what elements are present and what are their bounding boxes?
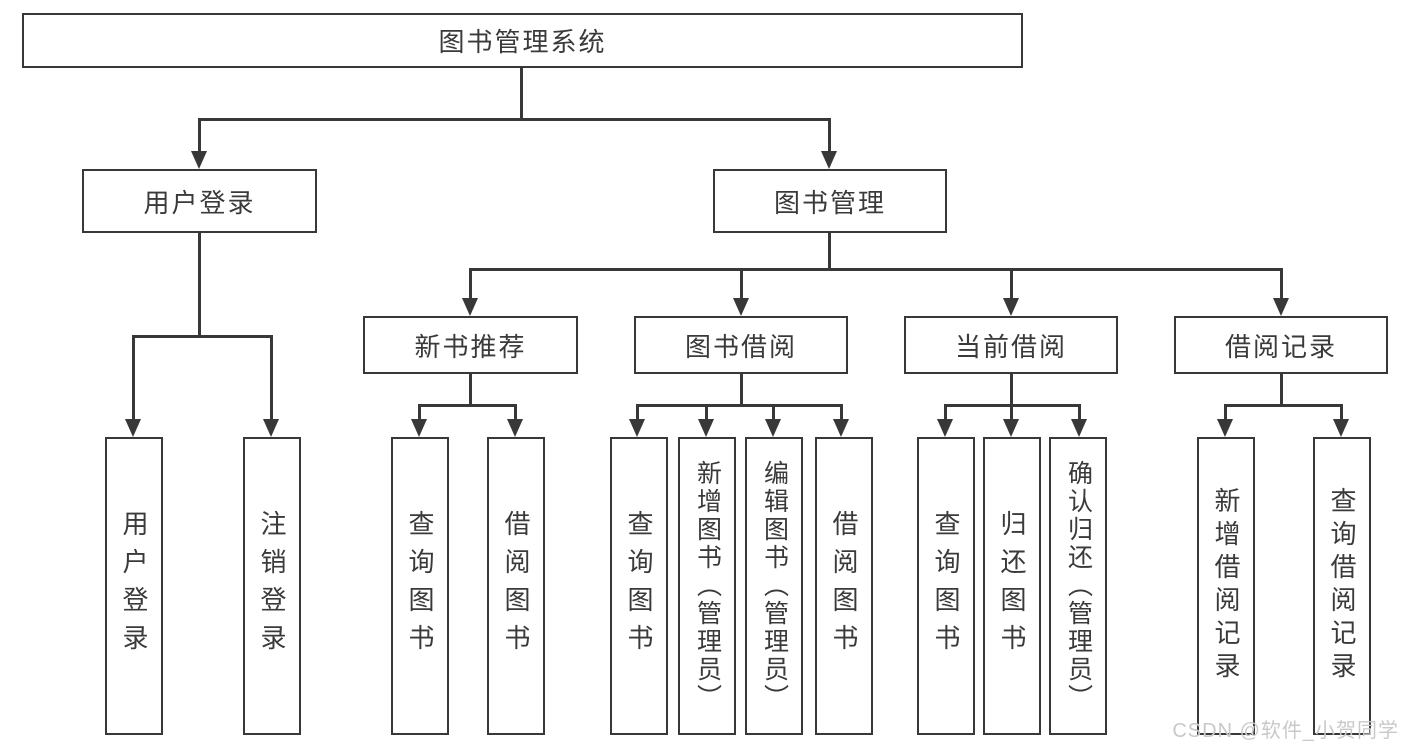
arrow-down-icon: [629, 419, 645, 437]
node-label: 查询借阅记录: [1327, 487, 1357, 685]
edge-to-book-borrow: [740, 268, 743, 300]
node-leaf-return-books: 归还图书: [983, 437, 1041, 735]
arrow-down-icon: [462, 298, 478, 316]
node-book-borrow: 图书借阅: [634, 316, 848, 374]
edge-leaf: [514, 404, 517, 421]
edge-book-mgmt-bar: [469, 268, 1283, 271]
edge-new-book-rec-bar: [418, 404, 517, 407]
node-label: 借阅图书: [829, 510, 859, 662]
edge-leaf: [1010, 404, 1013, 421]
edge-book-borrow-trunk: [740, 374, 743, 407]
arrow-down-icon: [821, 151, 837, 169]
edge-to-book-mgmt: [828, 118, 831, 154]
arrow-down-icon: [765, 419, 781, 437]
edge-current-borrow-trunk: [1010, 374, 1013, 407]
node-leaf-query-books-1: 查询图书: [391, 437, 449, 735]
edge-to-user-login: [198, 118, 201, 154]
edge-leaf: [418, 404, 421, 421]
arrow-down-icon: [1217, 419, 1233, 437]
arrow-down-icon: [1003, 298, 1019, 316]
arrow-down-icon: [698, 419, 714, 437]
csdn-watermark: CSDN @软件_小贺同学: [1172, 720, 1399, 742]
node-label: 用户登录: [119, 510, 149, 662]
node-label: 查询图书: [931, 510, 961, 662]
node-label: 查询图书: [624, 510, 654, 662]
node-label: 图书借阅: [684, 331, 797, 362]
arrow-down-icon: [1003, 419, 1019, 437]
node-label: 当前借阅: [954, 331, 1067, 362]
node-leaf-query-books-3: 查询图书: [917, 437, 975, 735]
edge-book-borrow-bar: [636, 404, 843, 407]
edge-leaf: [840, 404, 843, 421]
node-label: 图书管理: [773, 187, 886, 218]
edge-to-logout: [270, 335, 273, 421]
edge-to-borrow-records: [1280, 268, 1283, 300]
edge-book-mgmt-trunk: [828, 233, 831, 271]
edge-leaf: [1224, 404, 1227, 421]
node-label: 注销登录: [257, 510, 287, 662]
node-leaf-edit-books-admin: 编辑图书（管理员）: [745, 437, 803, 735]
edge-leaf: [636, 404, 639, 421]
node-label: 编辑图书（管理员）: [760, 460, 789, 712]
node-leaf-logout: 注销登录: [243, 437, 301, 735]
node-label: 用户登录: [143, 187, 256, 218]
node-leaf-borrow-books-2: 借阅图书: [815, 437, 873, 735]
arrow-down-icon: [125, 419, 141, 437]
node-label: 查询图书: [405, 510, 435, 662]
node-leaf-query-borrow-record: 查询借阅记录: [1313, 437, 1371, 735]
node-new-book-rec: 新书推荐: [363, 316, 578, 374]
edge-leaf: [944, 404, 947, 421]
arrow-down-icon: [507, 419, 523, 437]
arrow-down-icon: [733, 298, 749, 316]
edge-leaf: [1078, 404, 1081, 421]
arrow-down-icon: [1333, 419, 1349, 437]
edge-leaf: [772, 404, 775, 421]
node-leaf-add-books-admin: 新增图书（管理员）: [678, 437, 736, 735]
arrow-down-icon: [1273, 298, 1289, 316]
node-leaf-query-books-2: 查询图书: [610, 437, 668, 735]
arrow-down-icon: [411, 419, 427, 437]
edge-borrow-records-bar: [1224, 404, 1343, 407]
node-book-mgmt: 图书管理: [713, 169, 947, 233]
arrow-down-icon: [263, 419, 279, 437]
edge-leaf: [705, 404, 708, 421]
edge-leaf: [1340, 404, 1343, 421]
node-current-borrow: 当前借阅: [904, 316, 1118, 374]
node-label: 新增图书（管理员）: [693, 460, 722, 712]
node-label: 确认归还（管理员）: [1064, 460, 1093, 712]
arrow-down-icon: [191, 151, 207, 169]
node-label: 新增借阅记录: [1211, 487, 1241, 685]
arrow-down-icon: [1071, 419, 1087, 437]
edge-user-login-bar: [132, 335, 273, 338]
node-leaf-confirm-return-admin: 确认归还（管理员）: [1049, 437, 1107, 735]
arrow-down-icon: [833, 419, 849, 437]
node-user-login: 用户登录: [82, 169, 317, 233]
edge-root-trunk: [520, 68, 523, 119]
node-leaf-add-borrow-record: 新增借阅记录: [1197, 437, 1255, 735]
edge-to-new-book-rec: [469, 268, 472, 300]
node-leaf-user-login: 用户登录: [105, 437, 163, 735]
edge-borrow-records-trunk: [1280, 374, 1283, 407]
node-label: 借阅图书: [501, 510, 531, 662]
node-label: 归还图书: [997, 510, 1027, 662]
arrow-down-icon: [937, 419, 953, 437]
node-leaf-borrow-books-1: 借阅图书: [487, 437, 545, 735]
edge-user-login-trunk: [198, 233, 201, 338]
edge-to-login: [132, 335, 135, 421]
node-root-label: 图书管理系统: [438, 27, 607, 57]
node-root: 图书管理系统: [22, 13, 1023, 68]
node-label: 新书推荐: [414, 331, 527, 362]
edge-to-current-borrow: [1010, 268, 1013, 300]
edge-new-book-rec-trunk: [469, 374, 472, 407]
edge-root-bar: [198, 118, 831, 121]
node-label: 借阅记录: [1224, 331, 1337, 362]
node-borrow-records: 借阅记录: [1174, 316, 1388, 374]
